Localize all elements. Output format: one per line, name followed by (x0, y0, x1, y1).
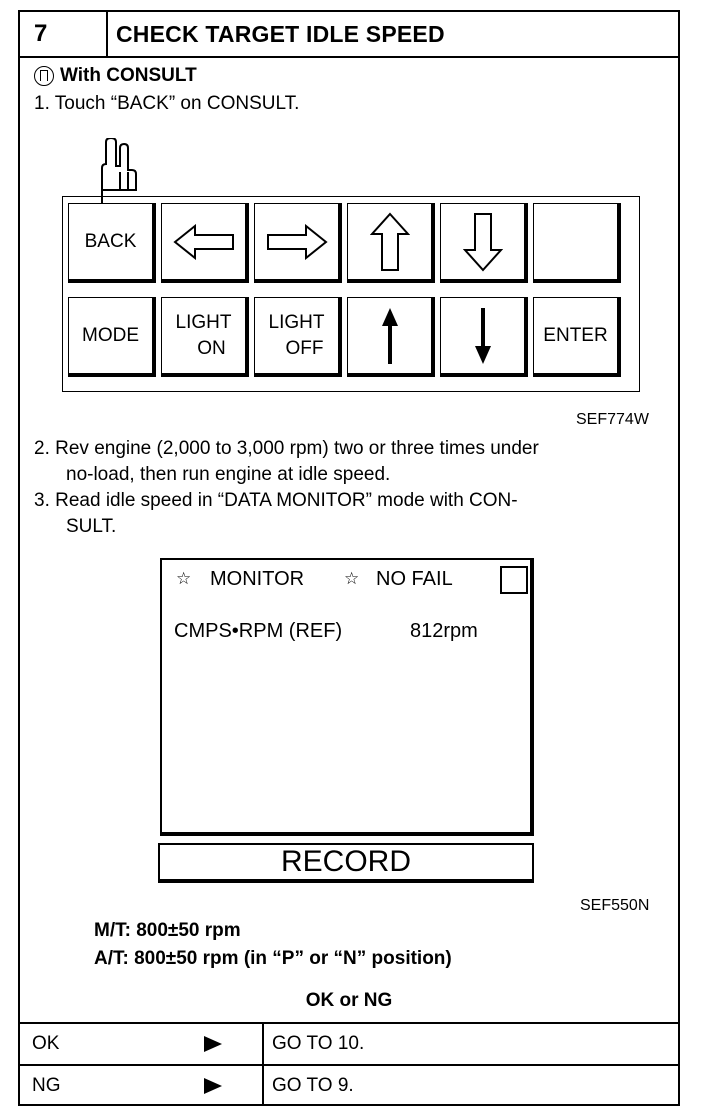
procedure-frame: 7 CHECK TARGET IDLE SPEED With CONSULT 1… (18, 10, 680, 1106)
light-on-key[interactable]: LIGHT ON (161, 297, 249, 377)
result-action-link[interactable]: GO TO 10. (272, 1033, 365, 1054)
monitor-item-value: 812rpm (410, 620, 478, 642)
right-arrow-key[interactable] (254, 203, 342, 283)
up-arrow-key[interactable] (347, 203, 435, 283)
monitor-label: MONITOR (210, 568, 305, 590)
step1-text: 1. Touch “BACK” on CONSULT. (34, 93, 300, 114)
light-on-label-2: ON (197, 337, 226, 359)
enter-key-label: ENTER (543, 324, 608, 346)
solid-down-arrow-icon (474, 307, 491, 364)
monitor-item-name: CMPS•RPM (REF) (174, 620, 343, 642)
result-row-ng: NG GO TO 9. (20, 1064, 678, 1106)
left-arrow-key[interactable] (161, 203, 249, 283)
record-button[interactable]: RECORD (158, 843, 534, 883)
hollow-up-arrow-icon (369, 212, 410, 271)
result-heading: OK or NG (305, 990, 393, 1011)
pointing-finger-icon (101, 138, 137, 206)
solid-up-arrow-icon (381, 307, 398, 364)
mode-key[interactable]: MODE (68, 297, 156, 377)
spec-at: A/T: 800±50 rpm (in “P” or “N” position) (94, 948, 452, 969)
result-action-link[interactable]: GO TO 9. (272, 1075, 354, 1096)
step-title: CHECK TARGET IDLE SPEED (116, 21, 445, 47)
step3-line2: SULT. (66, 516, 117, 537)
column-divider (262, 1066, 264, 1106)
step2-line1: 2. Rev engine (2,000 to 3,000 rpm) two o… (34, 438, 539, 459)
light-off-label-1: LIGHT (268, 311, 325, 333)
status-checkbox[interactable] (500, 566, 528, 594)
no-fail-label: NO FAIL (376, 568, 453, 590)
light-off-key[interactable]: LIGHT OFF (254, 297, 342, 377)
star-icon: ☆ (344, 569, 360, 588)
step-header: 7 CHECK TARGET IDLE SPEED (20, 12, 678, 58)
consult-icon (34, 66, 54, 86)
column-divider (262, 1024, 264, 1064)
spec-mt: M/T: 800±50 rpm (94, 920, 241, 941)
consult-heading: With CONSULT (60, 65, 197, 86)
step-number: 7 (20, 12, 108, 56)
light-on-label-1: LIGHT (175, 311, 232, 333)
mode-key-label: MODE (82, 324, 139, 346)
result-row-ok: OK GO TO 10. (20, 1022, 678, 1064)
figure-code-1: SEF774W (576, 411, 649, 428)
arrow-right-icon (204, 1036, 222, 1052)
result-status: OK (32, 1033, 60, 1054)
hollow-left-arrow-icon (172, 223, 234, 260)
enter-key[interactable]: ENTER (533, 297, 621, 377)
step3-line1: 3. Read idle speed in “DATA MONITOR” mod… (34, 490, 518, 511)
down-arrow-key[interactable] (440, 203, 528, 283)
data-monitor-screen: ☆ MONITOR ☆ NO FAIL CMPS•RPM (REF) 812rp… (160, 558, 534, 836)
hollow-down-arrow-icon (462, 212, 503, 271)
result-status: NG (32, 1075, 61, 1096)
figure-code-2: SEF550N (580, 897, 650, 914)
step2-line2: no-load, then run engine at idle speed. (66, 464, 391, 485)
blank-key[interactable] (533, 203, 621, 283)
back-key-label: BACK (84, 230, 137, 252)
consult-keypad: BACK MODE LIGHT ON LIGHT OFF ENTER (62, 196, 640, 392)
page-up-key[interactable] (347, 297, 435, 377)
page-down-key[interactable] (440, 297, 528, 377)
arrow-right-icon (204, 1078, 222, 1094)
star-icon: ☆ (176, 569, 192, 588)
hollow-right-arrow-icon (266, 223, 328, 260)
back-key[interactable]: BACK (68, 203, 156, 283)
light-off-label-2: OFF (285, 337, 324, 359)
